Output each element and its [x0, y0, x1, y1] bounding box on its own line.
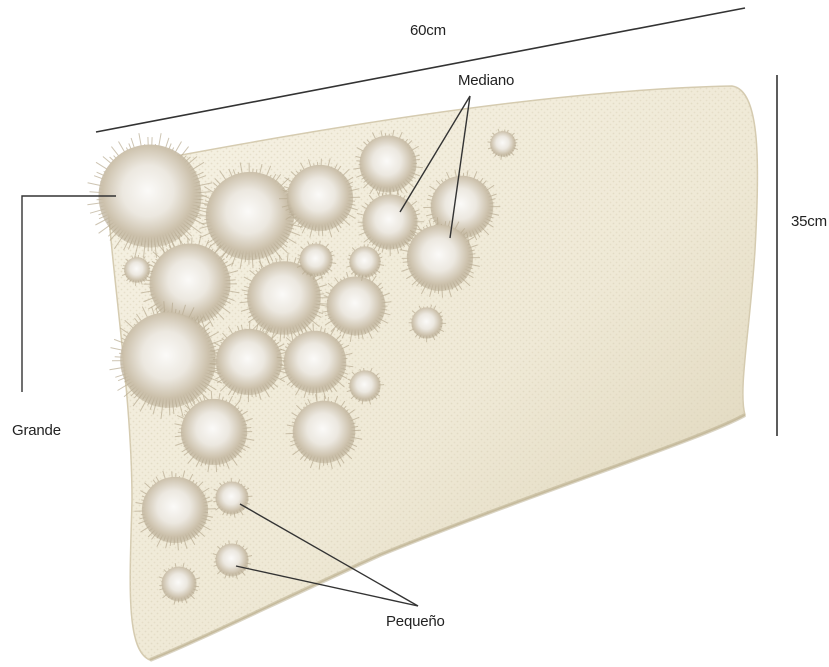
- fiber-ball-core: [215, 481, 248, 514]
- fiber-ball-core: [124, 257, 150, 283]
- fiber-ball-core: [411, 307, 442, 338]
- fiber-ball-core: [293, 401, 356, 464]
- fiber-ball-core: [181, 399, 247, 465]
- large-label: Grande: [12, 422, 61, 439]
- fiber-ball-core: [327, 277, 386, 336]
- fiber-ball-core: [150, 244, 231, 325]
- fiber-ball-core: [162, 567, 197, 602]
- height-label: 35cm: [791, 213, 827, 230]
- fiber-ball-core: [349, 246, 380, 277]
- fiber-ball-core: [362, 194, 417, 249]
- fiber-ball-core: [120, 312, 216, 408]
- fiber-ball-core: [284, 331, 347, 394]
- fiber-ball-core: [407, 225, 473, 291]
- large-leader-line: [22, 196, 116, 392]
- fiber-ball-core: [490, 131, 516, 157]
- fiber-ball-core: [215, 543, 248, 576]
- fiber-ball-core: [299, 243, 332, 276]
- medium-label: Mediano: [458, 72, 514, 89]
- width-label: 60cm: [410, 22, 446, 39]
- fiber-ball-core: [142, 477, 208, 543]
- fiber-ball-core: [216, 329, 282, 395]
- fiber-ball-core: [359, 135, 416, 192]
- small-label: Pequeño: [386, 613, 445, 630]
- fiber-ball-core: [349, 370, 380, 401]
- fiber-ball-core: [287, 165, 353, 231]
